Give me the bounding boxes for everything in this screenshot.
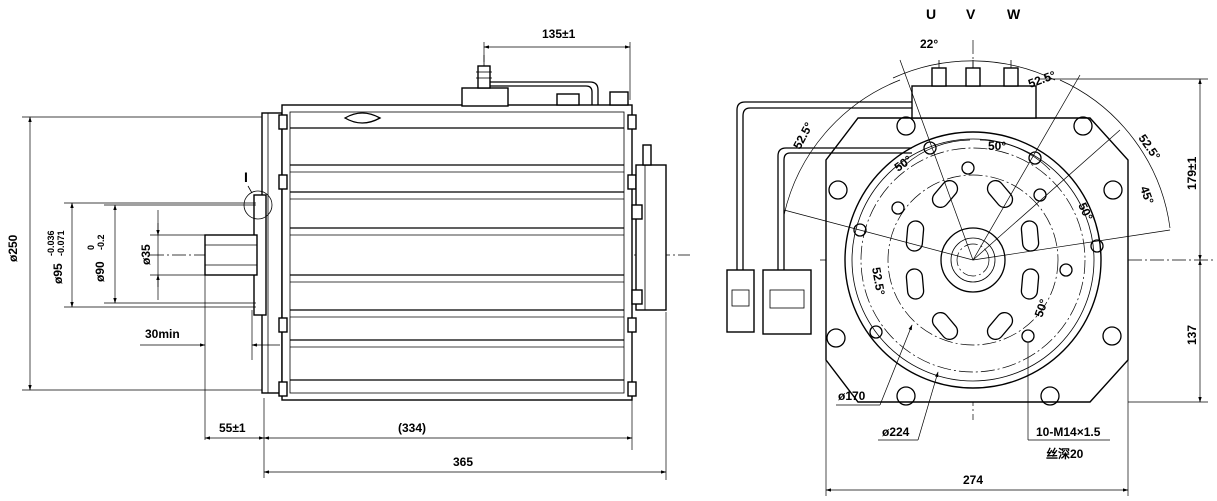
lifting-lug — [343, 112, 382, 124]
svg-text:ø224: ø224 — [882, 425, 910, 439]
svg-text:-0.071: -0.071 — [56, 230, 66, 256]
vent-slots — [905, 179, 1040, 341]
dim-137: 137 — [1128, 259, 1208, 403]
dim-dia-90: ø90 0 -0.2 — [86, 204, 256, 304]
svg-text:179±1: 179±1 — [1185, 156, 1199, 190]
svg-text:137: 137 — [1185, 325, 1199, 345]
dim-135: 135±1 — [483, 27, 631, 100]
phase-v-label: V — [966, 6, 976, 22]
dim-55: 55±1 — [204, 398, 265, 478]
thread-callout: 10-M14×1.5 丝深20 — [1027, 342, 1110, 461]
svg-text:ø35: ø35 — [139, 244, 153, 265]
dim-334: (334) — [263, 400, 633, 450]
flange-ears — [826, 116, 1123, 406]
svg-text:ø170: ø170 — [838, 389, 866, 403]
cable-connectors — [726, 101, 912, 335]
svg-text:274: 274 — [963, 473, 983, 487]
bolt-circle-224 — [860, 147, 1086, 373]
svg-text:ø90: ø90 — [93, 261, 107, 282]
angle-arcs — [783, 59, 1171, 261]
motor-body — [281, 104, 633, 401]
svg-text:10-M14×1.5: 10-M14×1.5 — [1036, 425, 1101, 439]
cooling-fins — [290, 127, 624, 381]
svg-text:0: 0 — [86, 245, 96, 250]
angle-50-top: 50° — [988, 139, 1006, 153]
angle-52-inner: 52.5° — [869, 266, 888, 296]
dim-365: 365 — [263, 312, 667, 480]
dim-179: 179±1 — [1040, 78, 1208, 261]
dim-dia-224: ø224 — [878, 371, 939, 441]
rear-box — [631, 144, 667, 311]
dim-274: 274 — [825, 360, 1129, 496]
angle-50-lower: 50° — [1032, 297, 1051, 319]
svg-text:30min: 30min — [145, 327, 180, 341]
detail-mark: I — [244, 169, 248, 185]
dim-dia-250: ø250 — [6, 116, 262, 391]
bolt-circle-170 — [887, 174, 1059, 346]
hub — [940, 227, 1006, 293]
phase-w-label: W — [1007, 6, 1021, 22]
svg-text:-0.2: -0.2 — [96, 234, 106, 250]
dim-dia-170: ø170 — [836, 324, 913, 406]
side-view: I 135±1 ø250 ø95 -0.036 -0.071 — [6, 27, 690, 480]
svg-text:(334): (334) — [398, 421, 426, 435]
terminal-box — [461, 55, 629, 107]
svg-text:ø95: ø95 — [51, 263, 65, 284]
svg-text:ø250: ø250 — [6, 234, 20, 262]
shaft — [204, 234, 258, 276]
body-bolts — [278, 114, 637, 397]
angle-45: 45° — [1137, 184, 1156, 206]
dim-30min: 30min — [140, 275, 280, 440]
svg-text:135±1: 135±1 — [542, 27, 576, 41]
phase-u-label: U — [926, 6, 936, 22]
svg-text:-0.036: -0.036 — [46, 230, 56, 256]
angle-22: 22° — [920, 37, 938, 51]
angle-52-top: 52.5° — [1026, 68, 1057, 91]
svg-text:55±1: 55±1 — [219, 421, 246, 435]
dim-dia-35: ø35 — [139, 210, 205, 300]
svg-text:丝深20: 丝深20 — [1046, 446, 1084, 461]
dim-dia-95: ø95 -0.036 -0.071 — [46, 202, 256, 308]
front-view: U V W — [726, 6, 1215, 496]
angle-52-left: 52.5° — [790, 120, 816, 152]
front-terminal-block — [911, 60, 1037, 119]
spline — [950, 237, 996, 283]
svg-text:365: 365 — [453, 455, 473, 469]
